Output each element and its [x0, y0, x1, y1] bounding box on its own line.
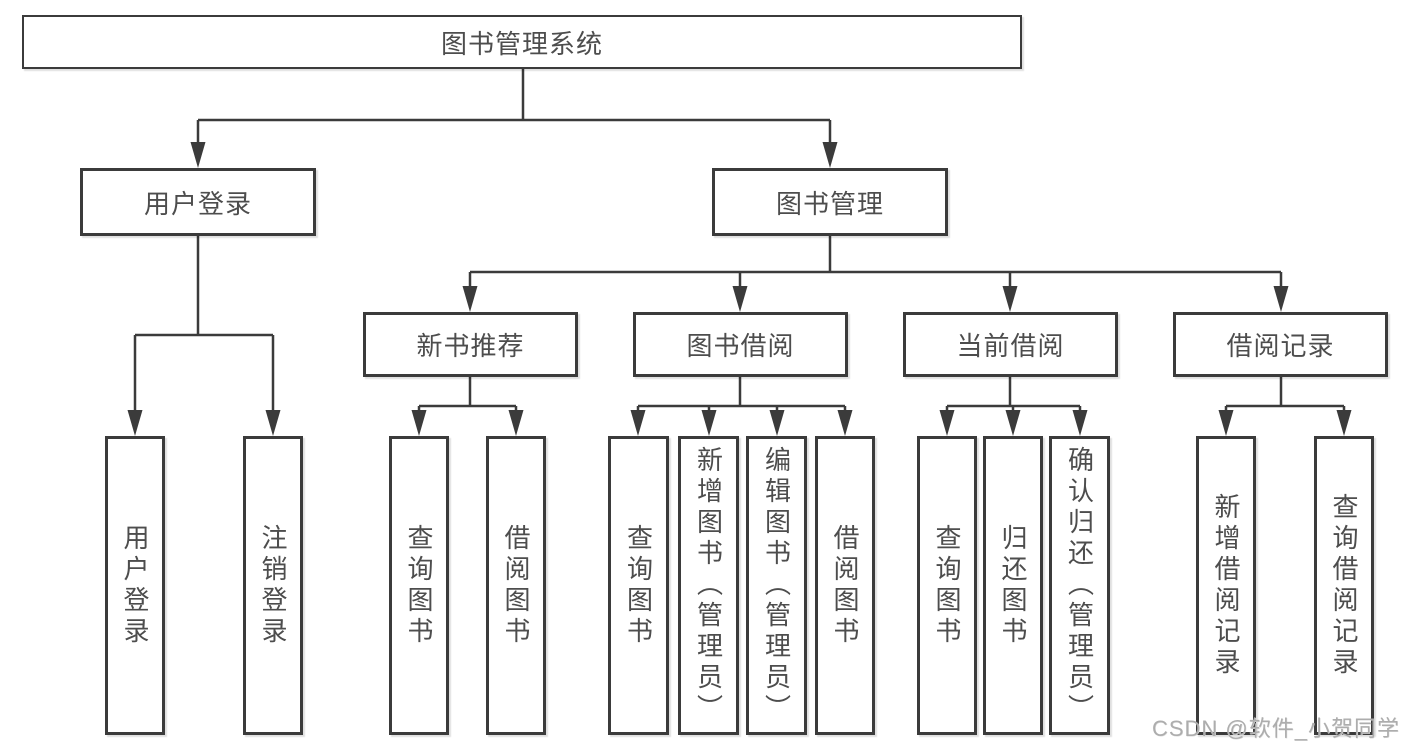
node-label: 借阅记录	[1226, 331, 1335, 361]
node-label: 用户登录	[143, 188, 252, 219]
node-label: 当前借阅	[956, 331, 1065, 361]
connector-book-management-to-level3	[462, 236, 1289, 312]
node-label: 图书借阅	[686, 331, 795, 361]
node-current-borrow: 当前借阅	[903, 312, 1118, 377]
leaf-query-borrow-record: 查询借阅记录	[1314, 436, 1374, 735]
node-new-book-recommend: 新书推荐	[363, 312, 578, 377]
node-root: 图书管理系统	[22, 15, 1022, 69]
node-label: 用户登录	[120, 523, 150, 648]
leaf-add-borrow-record: 新增借阅记录	[1196, 436, 1256, 735]
leaf-query-books-current: 查询图书	[917, 436, 977, 735]
node-label: 图书管理系统	[440, 28, 603, 59]
csdn-watermark: CSDN @软件_小贺同学	[1151, 716, 1400, 741]
connector-root-to-level2	[190, 69, 838, 168]
node-label: 借阅图书	[830, 523, 860, 648]
node-label: 借阅图书	[501, 523, 531, 648]
node-label: 新书推荐	[416, 331, 525, 361]
leaf-query-books-recommend: 查询图书	[389, 436, 449, 735]
node-label: 新增图书（管理员）	[693, 446, 724, 725]
connector-current-borrow-to-leaves	[939, 377, 1088, 436]
node-label: 查询图书	[932, 523, 962, 648]
node-user-login: 用户登录	[80, 168, 316, 236]
leaf-borrow-books: 借阅图书	[815, 436, 875, 735]
leaf-query-books-borrow: 查询图书	[608, 436, 669, 735]
node-borrow-records: 借阅记录	[1173, 312, 1388, 377]
node-book-borrow: 图书借阅	[633, 312, 848, 377]
leaf-edit-books-admin: 编辑图书（管理员）	[746, 436, 807, 735]
node-label: 新增借阅记录	[1211, 492, 1241, 679]
leaf-logout: 注销登录	[243, 436, 303, 735]
connector-user-login-to-leaves	[127, 236, 281, 436]
leaf-add-books-admin: 新增图书（管理员）	[678, 436, 739, 735]
node-label: 查询图书	[404, 523, 434, 648]
node-label: 查询图书	[623, 523, 654, 648]
node-label: 确认归还（管理员）	[1064, 446, 1095, 725]
leaf-user-login: 用户登录	[105, 436, 165, 735]
leaf-return-books: 归还图书	[983, 436, 1043, 735]
node-label: 图书管理	[775, 188, 884, 219]
node-label: 注销登录	[258, 523, 288, 648]
node-label: 编辑图书（管理员）	[761, 446, 792, 725]
leaf-confirm-return-admin: 确认归还（管理员）	[1049, 436, 1110, 735]
node-label: 查询借阅记录	[1329, 492, 1359, 679]
connector-new-book-recommend-to-leaves	[411, 377, 524, 436]
leaf-borrow-books-recommend: 借阅图书	[486, 436, 546, 735]
connector-book-borrow-to-leaves	[630, 377, 853, 436]
node-book-management: 图书管理	[712, 168, 948, 236]
connector-borrow-records-to-leaves	[1218, 377, 1352, 436]
node-label: 归还图书	[998, 523, 1028, 648]
